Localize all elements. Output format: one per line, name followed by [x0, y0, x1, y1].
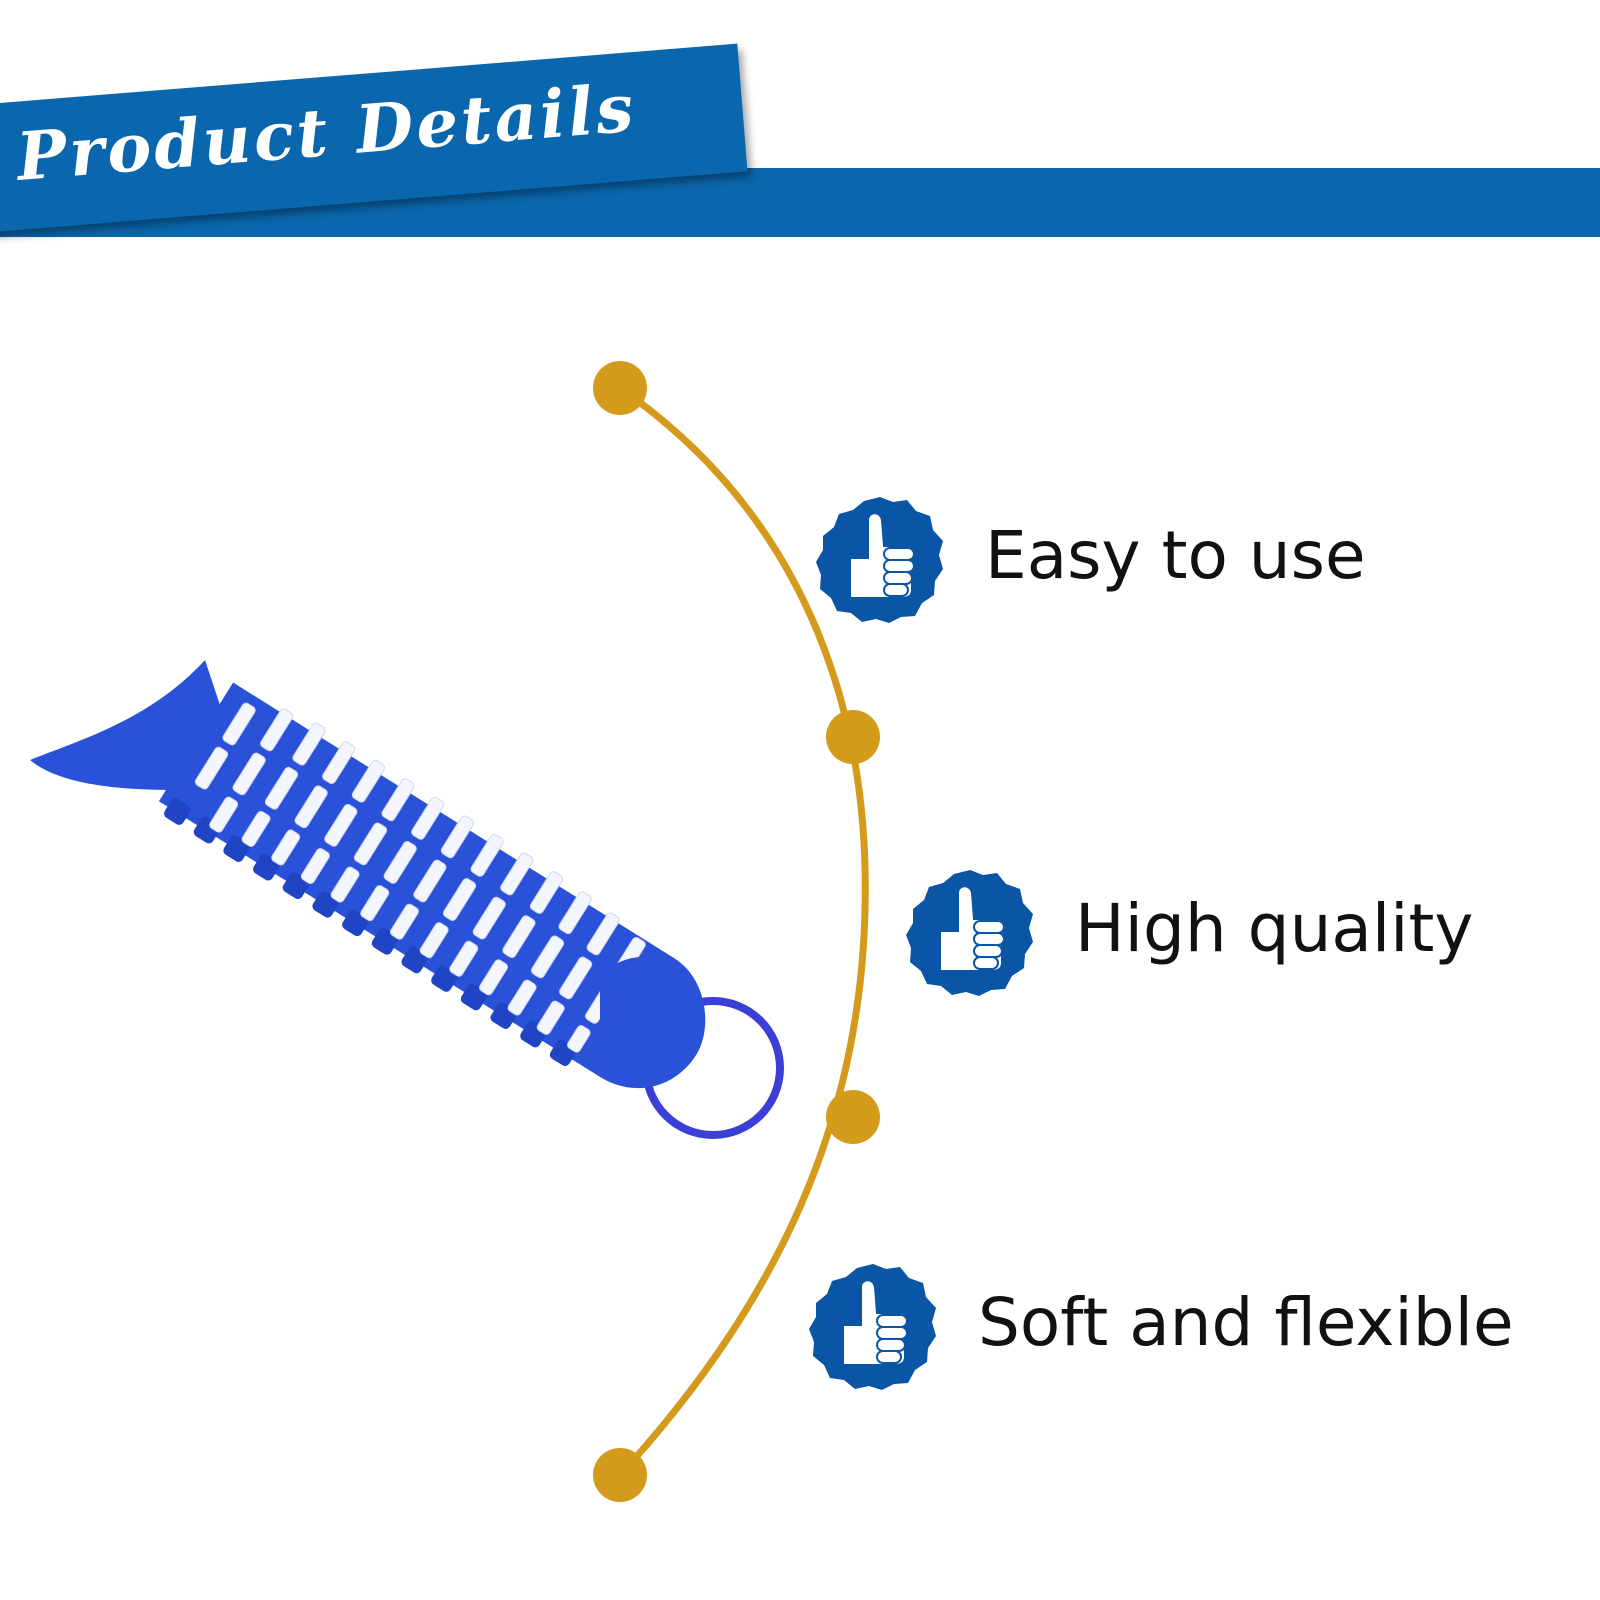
- fish-shaped-brush-image: [30, 660, 784, 1139]
- timeline-node-lower: [826, 1090, 880, 1144]
- thumbs-up-icon: [906, 870, 1033, 996]
- timeline-node-top: [593, 361, 647, 415]
- feature-item-high-quality: High quality: [905, 868, 1595, 1008]
- feature-label: Soft and flexible: [978, 1284, 1514, 1361]
- timeline-node-bottom: [593, 1448, 647, 1502]
- feature-item-soft-and-flexible: Soft and flexible: [808, 1262, 1598, 1402]
- thumbs-up-icon: [809, 1264, 936, 1390]
- brush-head-cap: [600, 956, 697, 1060]
- timeline-arc: [616, 384, 869, 1479]
- feature-label: High quality: [1075, 890, 1474, 967]
- brush-tail-fin: [30, 660, 225, 790]
- timeline-node-upper: [826, 710, 880, 764]
- feature-item-easy-to-use: Easy to use: [815, 495, 1585, 635]
- feature-label: Easy to use: [985, 517, 1366, 594]
- thumbs-up-icon: [816, 497, 943, 623]
